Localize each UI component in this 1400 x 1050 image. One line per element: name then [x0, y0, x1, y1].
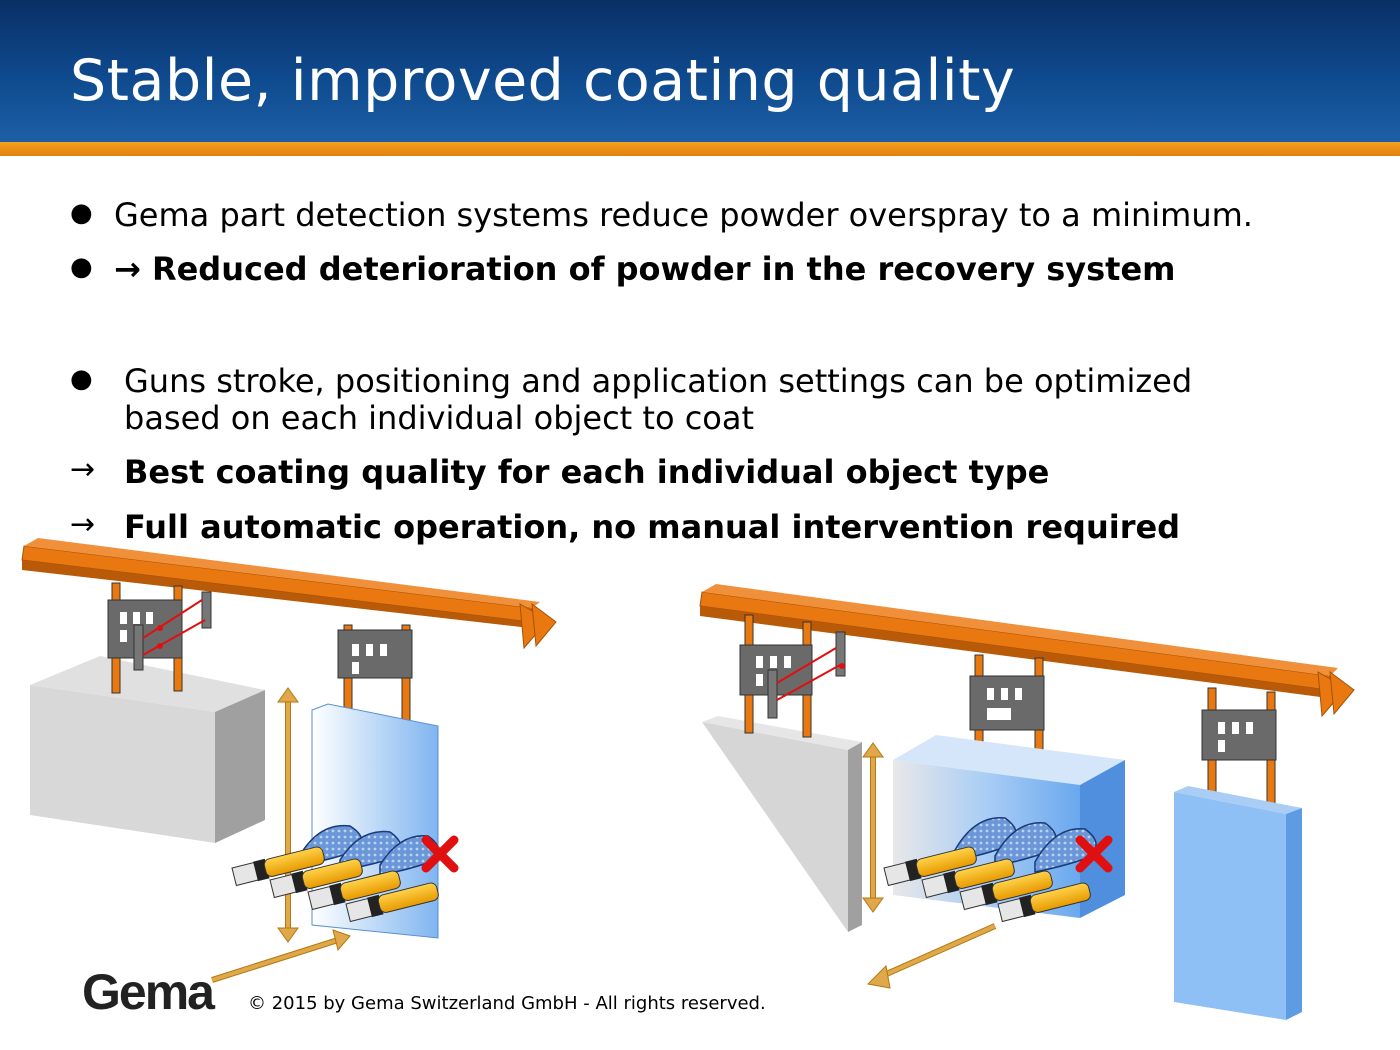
- left-vertical-stroke-arrow: [277, 687, 299, 943]
- gema-logo: Gema: [82, 963, 215, 1021]
- slide-title: Stable, improved coating quality: [70, 48, 1016, 114]
- left-horizontal-arrow: [211, 929, 351, 983]
- bullet-marker: ●: [70, 364, 93, 394]
- bullet-text-guns-stroke-continued: based on each individual object to coat: [124, 399, 755, 437]
- arrow-text-full-automatic: Full automatic operation, no manual inte…: [124, 508, 1181, 546]
- bullet-marker: ●: [70, 198, 93, 228]
- left-conveyor-rail: [21, 538, 557, 650]
- gema-logo-text: Gema: [82, 964, 215, 1020]
- arrow-marker: →: [70, 452, 96, 487]
- right-scene: [699, 584, 1355, 1020]
- left-hanger-1: [107, 582, 212, 694]
- left-grey-box: [30, 656, 265, 843]
- right-tall-blue-part: [1174, 687, 1302, 1020]
- right-diagonal-arrow: [866, 923, 997, 989]
- header-accent-stripe: [0, 142, 1400, 156]
- bullet-text-reduced-deterioration: → Reduced deterioration of powder in the…: [114, 250, 1176, 288]
- left-red-x-icon: [421, 835, 459, 873]
- left-scene: [21, 538, 557, 983]
- right-vertical-stroke-arrow: [862, 742, 884, 913]
- copyright-text: © 2015 by Gema Switzerland GmbH - All ri…: [248, 993, 766, 1014]
- right-triangle-part: [702, 716, 862, 932]
- right-hanger-1: [739, 614, 846, 738]
- right-conveyor-rail: [699, 584, 1355, 718]
- header-bar: [0, 0, 1400, 142]
- left-spray-guns: [231, 846, 439, 923]
- arrow-text-best-quality: Best coating quality for each individual…: [124, 453, 1050, 491]
- right-red-x-icon: [1075, 835, 1113, 873]
- bullet-text-overspray: Gema part detection systems reduce powde…: [114, 196, 1253, 234]
- bullet-text-guns-stroke: Guns stroke, positioning and application…: [124, 362, 1193, 400]
- right-spray-guns: [883, 846, 1091, 923]
- bullet-marker: ●: [70, 252, 93, 282]
- arrow-marker: →: [70, 507, 96, 542]
